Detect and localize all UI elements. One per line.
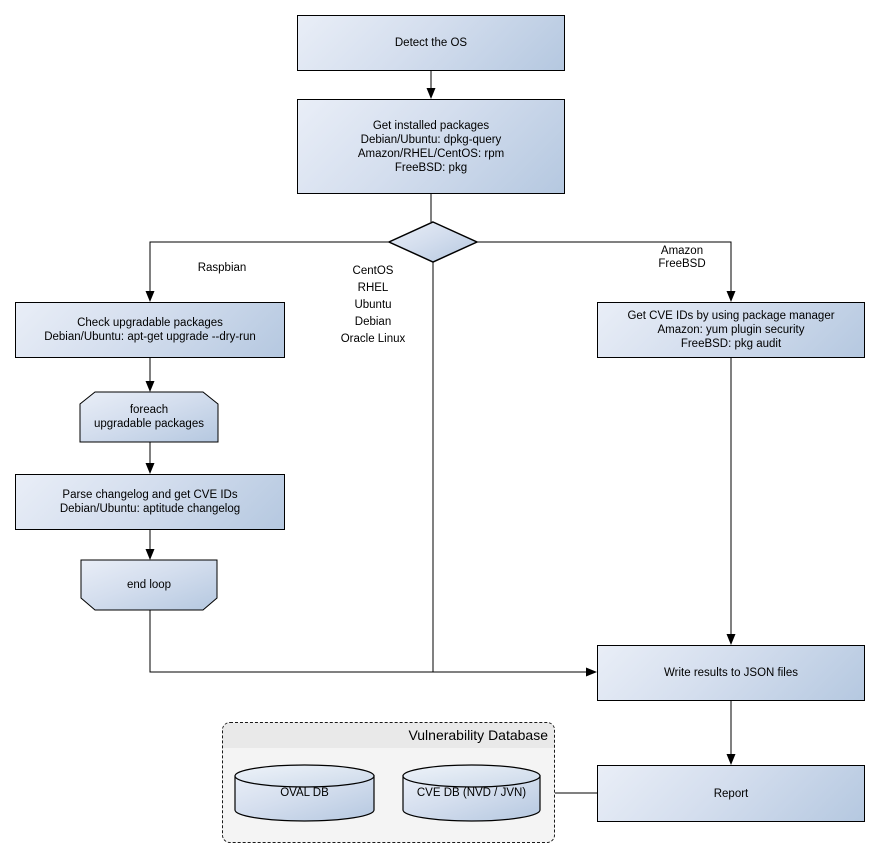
node-check-upgradable-packages: Check upgradable packages Debian/Ubuntu:…	[15, 302, 285, 358]
end-loop-shape	[80, 559, 218, 611]
arrowheads	[145, 88, 736, 765]
vulnerability-database-title: Vulnerability Database	[223, 723, 554, 748]
node-write-json: Write results to JSON files	[597, 645, 865, 701]
os-decision-diamond	[387, 221, 479, 263]
node-detect-os: Detect the OS	[297, 15, 565, 71]
node-get-cve-ids: Get CVE IDs by using package manager Ama…	[597, 302, 865, 358]
vulnerability-database-container: Vulnerability Database	[222, 722, 555, 843]
branch-label-centos-rhel-ubuntu-debian-oracle: CentOS RHEL Ubuntu Debian Oracle Linux	[340, 265, 406, 345]
branch-label-raspbian: Raspbian	[197, 262, 247, 274]
connector-lines	[149, 71, 732, 794]
foreach-shape	[79, 391, 219, 443]
node-report: Report	[597, 765, 865, 822]
branch-label-amazon-freebsd: Amazon FreeBSD	[658, 245, 706, 270]
node-parse-changelog: Parse changelog and get CVE IDs Debian/U…	[15, 474, 285, 530]
node-get-installed-packages: Get installed packages Debian/Ubuntu: dp…	[297, 99, 565, 194]
